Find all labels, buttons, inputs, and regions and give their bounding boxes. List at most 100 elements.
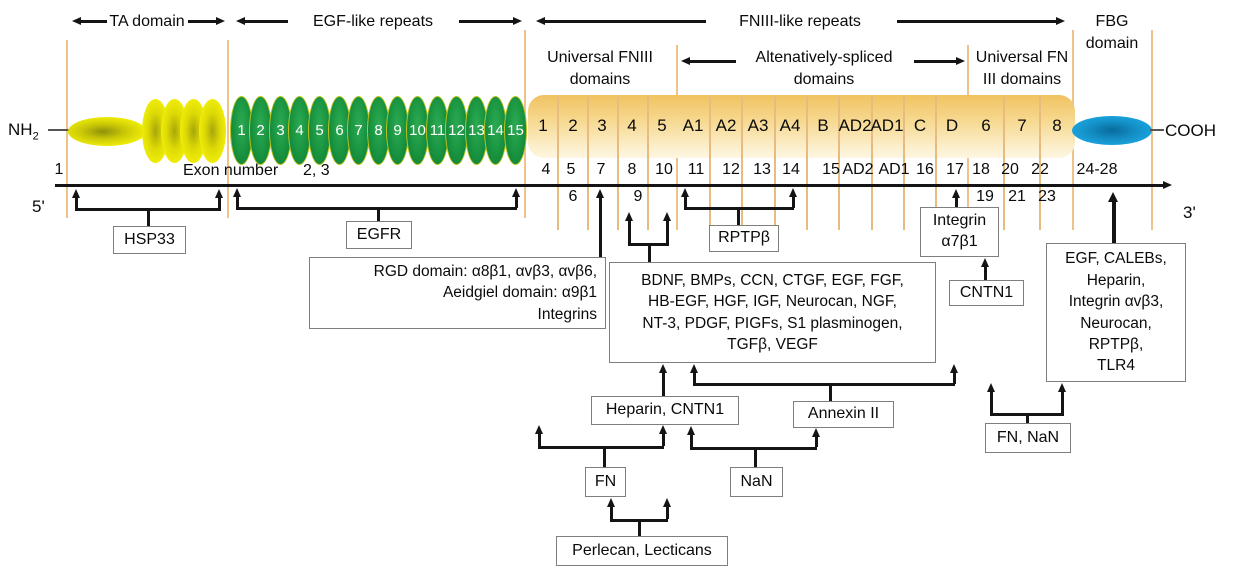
exon-number: 8: [627, 161, 637, 178]
growth-factors-line: BDNF, BMPs, CCN, CTGF, EGF, FGF,: [641, 271, 904, 289]
egf-calebs-line: Neurocan,: [1080, 314, 1152, 332]
fn-box: FN: [585, 467, 626, 497]
three-prime-label: 3': [1183, 203, 1196, 222]
gene-axis-line: [55, 184, 1165, 187]
cooh-terminus-label: COOH: [1165, 121, 1216, 140]
connector: [690, 433, 693, 447]
arrow-shaft: [243, 20, 288, 23]
fniii-cell: 5: [657, 116, 667, 135]
cell-separator: [1039, 96, 1041, 230]
fniii-cell: AD1: [870, 116, 904, 135]
nan-label: NaN: [740, 472, 773, 490]
arrow-shaft: [914, 60, 956, 63]
arrow-up-icon: [233, 188, 241, 197]
growth-factors-box: BDNF, BMPs, CCN, CTGF, EGF, FGF, HB-EGF,…: [609, 262, 936, 363]
rgd-line: Aeidgiel domain: α9β1: [442, 284, 597, 302]
egf-calebs-box: EGF, CALEBs, Heparin, Integrin αvβ3, Neu…: [1046, 243, 1186, 382]
subregion-universal-right-1: Universal FN: [975, 49, 1069, 66]
exon-number: 19: [976, 188, 994, 205]
cell-separator: [617, 96, 619, 230]
nan-box: NaN: [730, 467, 783, 497]
cntn1-label: CNTN1: [959, 283, 1014, 301]
exon-number: 16: [916, 161, 934, 178]
connector: [1112, 201, 1116, 244]
arrow-up-icon: [981, 258, 989, 267]
fniii-cell: A3: [747, 116, 769, 135]
connector: [1026, 414, 1029, 423]
cell-separator: [903, 96, 905, 230]
rptpb-box: RPTPβ: [709, 225, 779, 252]
connector: [648, 244, 651, 263]
connector: [693, 371, 696, 384]
exon-row-label: Exon number: [183, 162, 279, 179]
arrow-shaft: [543, 20, 706, 23]
arrow-up-icon: [1058, 383, 1066, 392]
nh2-terminus-label: NH2: [8, 120, 39, 143]
egf-repeat: 13: [465, 96, 488, 165]
hsp33-box: HSP33: [113, 226, 186, 254]
arrow-up-icon: [663, 498, 671, 507]
arrow-up-icon: [681, 188, 689, 197]
connector: [236, 195, 239, 208]
exon-number: 5: [566, 161, 576, 178]
exon-position-1: 1: [54, 161, 64, 178]
arrow-shaft: [459, 20, 513, 23]
arrow-up-icon: [952, 189, 960, 198]
fniii-cell: 1: [538, 116, 548, 135]
integrin-a7b1-box: Integrin α7β1: [920, 207, 999, 257]
connector: [666, 219, 669, 245]
region-label-egf: EGF-like repeats: [312, 13, 434, 30]
exon-number: AD1: [878, 161, 910, 178]
arrow-right-icon: [956, 57, 965, 65]
exon-number: 14: [782, 161, 800, 178]
arrow-up-icon: [535, 425, 543, 434]
egf-calebs-line: TLR4: [1097, 357, 1135, 375]
fniii-cell: AD2: [838, 116, 872, 135]
exon-number: 12: [722, 161, 740, 178]
fniii-cell: A4: [779, 116, 801, 135]
connector: [236, 207, 517, 210]
exon-number: 9: [633, 188, 643, 205]
fn-nan-box: FN, NaN: [985, 423, 1071, 453]
heparin-cntn1-box: Heparin, CNTN1: [591, 396, 739, 425]
connector: [990, 390, 993, 413]
arrow-up-icon: [659, 425, 667, 434]
ta-sub-ellipse: [199, 99, 226, 163]
egf-calebs-line: Heparin,: [1086, 271, 1146, 289]
cell-separator: [741, 96, 743, 230]
five-prime-label: 5': [32, 197, 45, 216]
rgd-integrins-box: RGD domain: α8β1, αvβ3, αvβ6, Aeidgiel d…: [309, 257, 606, 329]
arrow-up-icon: [687, 426, 695, 435]
exon-number: 13: [753, 161, 771, 178]
arrow-up-icon: [950, 364, 958, 373]
arrow-left-icon: [72, 17, 81, 25]
cooh-link-line: [1150, 129, 1164, 131]
connector: [538, 432, 541, 446]
arrow-up-icon: [512, 188, 520, 197]
arrow-up-icon: [215, 189, 223, 198]
fniii-cell: 7: [1017, 116, 1027, 135]
perlecan-label: Perlecan, Lecticans: [572, 541, 712, 559]
integrin-a7b1-line: Integrin: [932, 212, 987, 230]
connector: [218, 196, 221, 209]
axis-arrow-right-icon: [1163, 181, 1172, 189]
cell-separator: [838, 96, 840, 230]
connector: [610, 505, 613, 519]
connector: [75, 196, 78, 209]
egfr-label: EGFR: [356, 225, 402, 243]
arrow-up-icon: [690, 364, 698, 373]
exon-number: 18: [972, 161, 990, 178]
subregion-alt-spliced-1: Altenatively-spliced: [755, 49, 893, 66]
exon-number: 17: [946, 161, 964, 178]
subregion-universal-left-1: Universal FNIII: [547, 49, 653, 66]
connector: [693, 383, 955, 386]
cell-separator: [647, 96, 649, 230]
connector: [1061, 390, 1064, 413]
fniii-cell: 2: [568, 116, 578, 135]
connector: [515, 195, 518, 208]
connector: [147, 209, 150, 226]
growth-factors-line: NT-3, PDGF, PIGFs, S1 plasminogen,: [642, 314, 903, 332]
egf-calebs-line: EGF, CALEBs,: [1065, 250, 1167, 268]
egf-repeat: 15: [504, 96, 527, 165]
